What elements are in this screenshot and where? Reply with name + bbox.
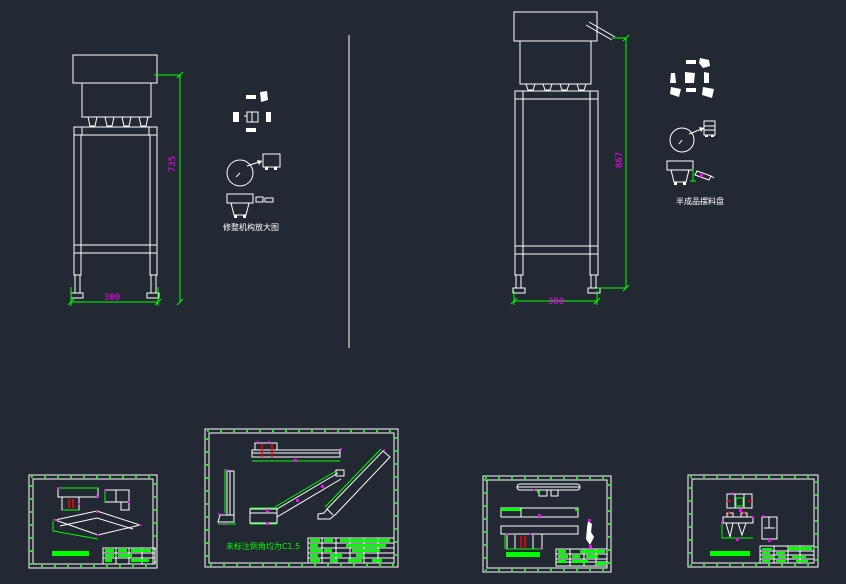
sheet-1 bbox=[28, 474, 158, 569]
spring-mount bbox=[121, 116, 132, 127]
spring-mount bbox=[104, 116, 115, 127]
part-block-top bbox=[726, 492, 753, 512]
lower-brace bbox=[514, 245, 599, 255]
revision-bar bbox=[710, 551, 750, 556]
spring-mount bbox=[87, 116, 98, 127]
detail-caption: 半成品摆料盘 bbox=[676, 196, 724, 206]
left-leg bbox=[514, 98, 524, 276]
left-leg bbox=[73, 134, 82, 276]
dimension-lines bbox=[67, 71, 184, 306]
parts-cluster bbox=[670, 58, 714, 98]
border-tick-marks bbox=[689, 476, 817, 566]
sheet-inner-border bbox=[32, 478, 154, 565]
part-notched-block bbox=[761, 515, 778, 542]
sheet-note: 未标注倒角均为C1.5 bbox=[226, 541, 300, 551]
hopper-detail-icon bbox=[226, 193, 274, 218]
detail-group-right: 半成品摆料盘 bbox=[666, 58, 724, 206]
sheet-outer-border bbox=[204, 428, 399, 568]
bowl-feeder-top-view-icon bbox=[226, 153, 281, 187]
part-rail-bottom bbox=[500, 525, 579, 550]
foot-pad bbox=[146, 292, 160, 299]
side-elevation-view: 867 300 bbox=[510, 11, 630, 307]
front-elevation-view: 735 300 bbox=[67, 54, 184, 306]
spring-mount bbox=[525, 83, 536, 91]
title-block bbox=[759, 545, 815, 564]
title-block bbox=[555, 548, 608, 567]
part-small-bracket bbox=[586, 519, 594, 548]
detail-group-left: 修整机构放大图 bbox=[223, 91, 281, 232]
hopper-outline bbox=[513, 11, 598, 42]
spring-mount bbox=[542, 83, 553, 91]
sheet-2: 未标注倒角均为C1.5 bbox=[204, 428, 399, 568]
part-bar bbox=[57, 487, 99, 511]
sheet-outer-border bbox=[482, 475, 612, 573]
part-upright bbox=[217, 469, 236, 525]
bowl-feeder-top-view-icon bbox=[669, 120, 716, 153]
lower-brace bbox=[73, 244, 158, 254]
right-leg bbox=[149, 134, 158, 276]
foot-pad bbox=[70, 292, 84, 299]
table-top bbox=[514, 90, 599, 100]
table-top bbox=[73, 126, 158, 136]
hopper-outline bbox=[72, 54, 158, 84]
title-block bbox=[102, 547, 156, 565]
title-block bbox=[307, 537, 395, 564]
revision-bar bbox=[52, 551, 89, 556]
part-chute-large bbox=[317, 448, 391, 520]
part-chute-small bbox=[249, 469, 345, 525]
sheet-outer-border bbox=[28, 474, 158, 569]
right-leg bbox=[589, 98, 599, 276]
leader-line bbox=[585, 21, 616, 41]
spring-mount bbox=[576, 83, 587, 91]
border-tick-marks bbox=[484, 477, 610, 571]
border-tick-marks bbox=[206, 430, 397, 566]
dim-text-width: 300 bbox=[104, 293, 120, 303]
bowl-outline bbox=[81, 82, 152, 118]
parts-cluster bbox=[233, 91, 271, 132]
sheet-inner-border bbox=[691, 478, 815, 564]
dim-text-height: 867 bbox=[615, 152, 625, 168]
sheet-inner-border bbox=[208, 432, 395, 564]
detail-caption: 修整机构放大图 bbox=[223, 222, 279, 232]
part-fork bbox=[721, 511, 754, 541]
foot-pad bbox=[587, 287, 601, 294]
revision-bar bbox=[506, 552, 540, 557]
spring-mount bbox=[559, 83, 570, 91]
hopper-detail-icon bbox=[666, 160, 715, 185]
border-tick-marks bbox=[30, 476, 156, 567]
part-rail-top bbox=[516, 483, 581, 497]
dimension-lines bbox=[510, 34, 630, 305]
foot-pad bbox=[512, 287, 526, 294]
sheet-3 bbox=[482, 475, 612, 573]
part-rail bbox=[251, 441, 342, 462]
dim-text-height: 735 bbox=[168, 156, 178, 172]
part-wedge bbox=[52, 510, 142, 540]
part-rail-mid bbox=[500, 507, 579, 518]
sheet-inner-border bbox=[486, 479, 608, 569]
dim-text-width: 300 bbox=[548, 297, 564, 307]
sheet-outer-border bbox=[687, 474, 819, 568]
bowl-outline bbox=[519, 40, 592, 85]
sheet-4 bbox=[687, 474, 819, 568]
part-angle bbox=[104, 489, 130, 511]
spring-mount bbox=[138, 116, 149, 127]
